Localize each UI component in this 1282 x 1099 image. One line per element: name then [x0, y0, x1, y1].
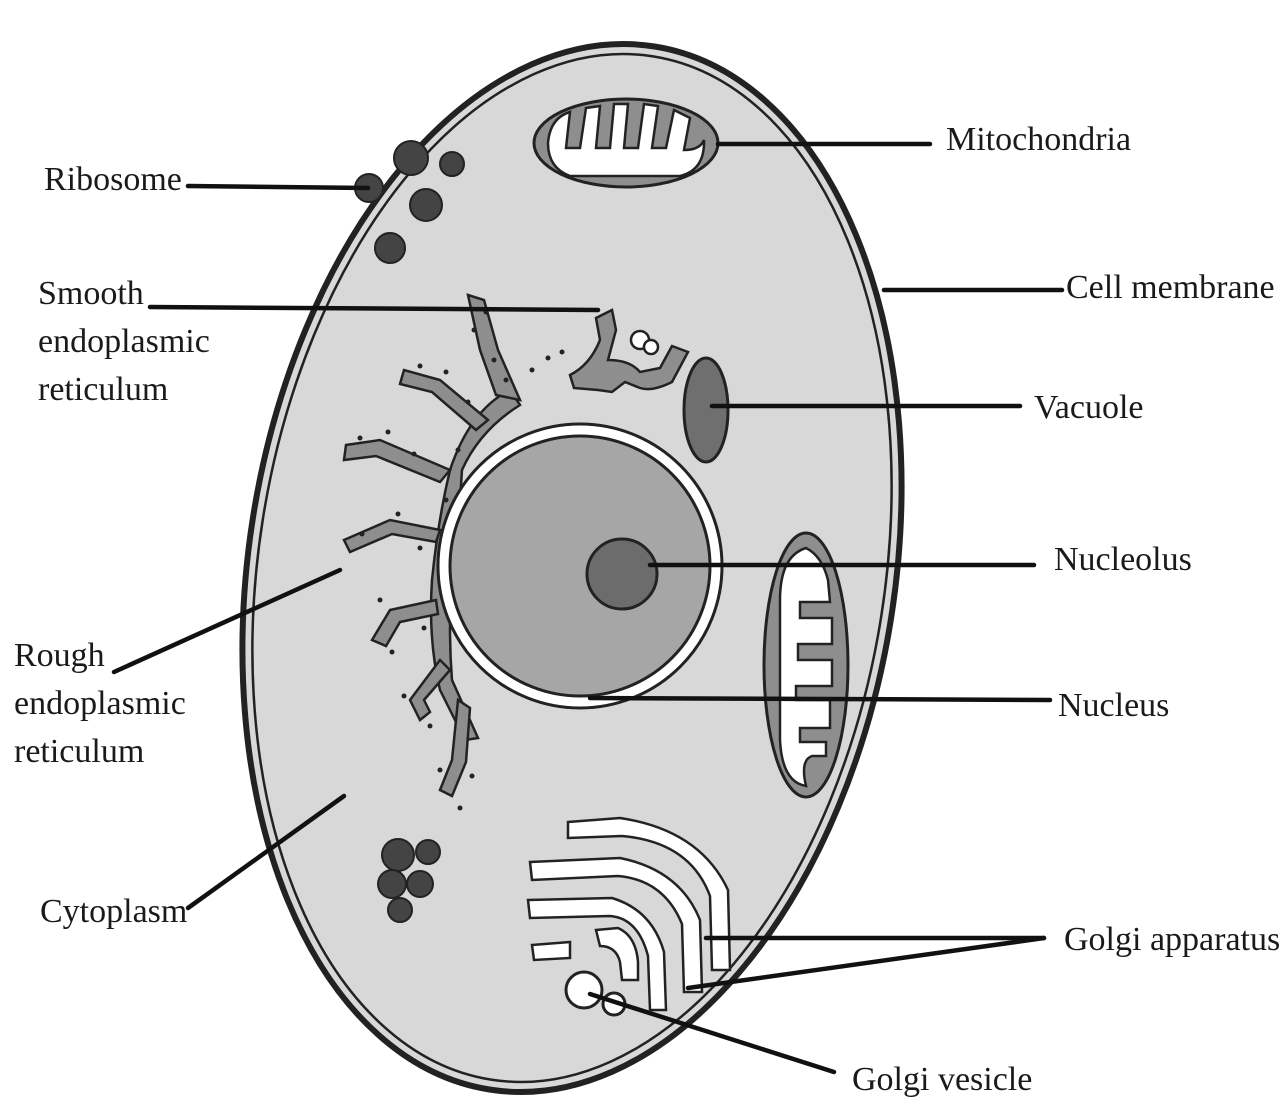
label-smooth-er-line2: endoplasmic [38, 323, 210, 360]
leader-ribosome [188, 186, 368, 188]
label-rough-er-line3: reticulum [14, 733, 144, 770]
label-cytoplasm: Cytoplasm [40, 893, 187, 930]
label-golgi-apparatus: Golgi apparatus [1064, 921, 1280, 958]
label-nucleus: Nucleus [1058, 687, 1169, 724]
vacuole [684, 358, 728, 462]
label-rough-er-line2: endoplasmic [14, 685, 186, 722]
label-cell-membrane: Cell membrane [1066, 269, 1275, 306]
mitochondrion-top [534, 99, 718, 187]
label-rough-er-line1: Rough [14, 637, 105, 674]
mitochondrion-right [764, 533, 848, 797]
label-smooth-er-line3: reticulum [38, 371, 168, 408]
nucleolus [587, 539, 657, 609]
label-golgi-vesicle: Golgi vesicle [852, 1061, 1032, 1098]
leader-nucleus [590, 698, 1050, 700]
label-ribosome: Ribosome [44, 161, 182, 198]
label-smooth-er-line1: Smooth [38, 275, 144, 312]
leader-smooth-er [150, 307, 598, 310]
label-vacuole: Vacuole [1034, 389, 1144, 426]
label-nucleolus: Nucleolus [1054, 541, 1192, 578]
label-mitochondria: Mitochondria [946, 121, 1131, 158]
